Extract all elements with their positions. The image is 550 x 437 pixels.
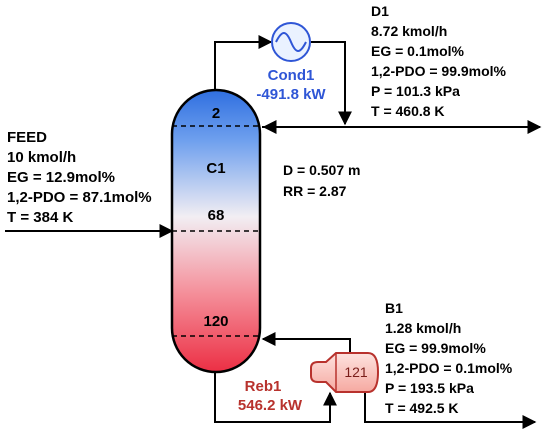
distillate-pdo: 1,2-PDO = 99.9mol% [371,63,507,79]
bottoms-flow: 1.28 kmol/h [385,320,461,336]
distillate-eg: EG = 0.1mol% [371,43,465,59]
bottoms-pdo: 1,2-PDO = 0.1mol% [385,360,513,376]
reflux-ratio-label: RR = 2.87 [283,183,347,199]
stage-bottom-label: 120 [203,313,228,330]
bottoms-eg: EG = 99.9mol% [385,340,486,356]
bottoms-title: B1 [385,300,403,316]
reboiler-name-label: Reb1 [245,378,282,395]
condenser-duty-label: -491.8 kW [256,86,326,103]
bottoms-line [364,393,537,429]
kettle-reboiler-icon [310,352,380,393]
distillate-pressure: P = 101.3 kPa [371,83,460,99]
condenser-name-label: Cond1 [268,67,315,84]
distillate-temp: T = 460.8 K [371,103,445,119]
feed-eg: EG = 12.9mol% [7,169,115,186]
reboiler-vapor-return-line [261,332,351,352]
column-bottoms-line [214,372,337,423]
reboiler-duty-label: 546.2 kW [238,397,303,414]
stage-feed-label: 68 [208,207,225,224]
heat-exchanger-icon [271,22,311,62]
feed-temp: T = 384 K [7,209,73,226]
distillate-title: D1 [371,3,389,19]
feed-pdo: 1,2-PDO = 87.1mol% [7,189,152,206]
bottoms-pressure: P = 193.5 kPa [385,380,474,396]
condenser-outlet-line [311,41,352,126]
column-diameter-label: D = 0.507 m [283,162,360,178]
column-name-label: C1 [206,160,225,177]
distillate-flow: 8.72 kmol/h [371,23,447,39]
stage-top-label: 2 [212,105,220,122]
feed-title: FEED [7,129,47,146]
column-vapor-line [214,35,273,92]
bottoms-temp: T = 492.5 K [385,400,459,416]
reboiler-stage-label: 121 [344,364,368,380]
feed-flow: 10 kmol/h [7,149,76,166]
